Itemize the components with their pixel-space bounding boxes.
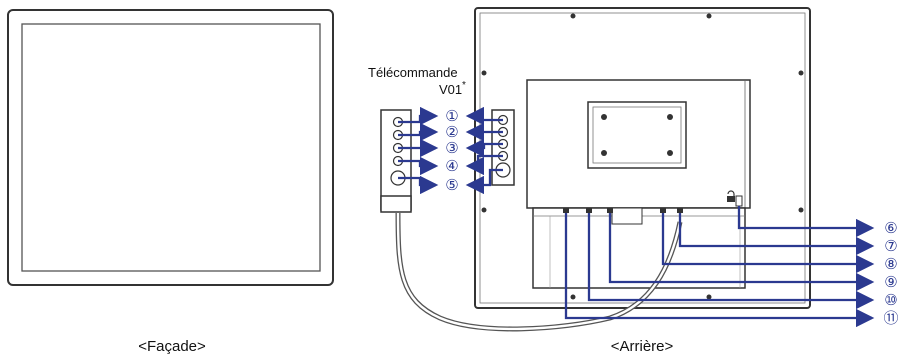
front-monitor — [7, 9, 334, 286]
security-slot — [735, 195, 743, 207]
front-caption: <Façade> — [138, 338, 206, 355]
remote-model: V01 — [439, 82, 462, 97]
leader-lines-right — [564, 206, 875, 328]
remote-connector — [491, 109, 515, 186]
port-strip — [532, 207, 746, 289]
callout-8: ⑧ — [884, 255, 897, 273]
callout-1: ① — [445, 107, 458, 125]
security-lock-icon — [727, 190, 735, 202]
callout-11: ⑪ — [883, 309, 898, 327]
callout-4: ④ — [445, 157, 458, 175]
callout-5: ⑤ — [445, 176, 458, 194]
remote-asterisk: * — [462, 80, 466, 91]
vesa-mount — [587, 101, 687, 169]
leader-lines-left — [398, 106, 503, 195]
callout-7: ⑦ — [884, 237, 897, 255]
callout-9: ⑨ — [884, 273, 897, 291]
remote-title: Télécommande — [368, 65, 458, 80]
screw-holes — [481, 13, 804, 300]
callout-3: ③ — [445, 139, 458, 157]
callout-2: ② — [445, 123, 458, 141]
rear-ports — [563, 208, 683, 213]
callout-6: ⑥ — [884, 219, 897, 237]
back-caption: <Arrière> — [611, 338, 674, 355]
callout-10: ⑩ — [884, 291, 897, 309]
